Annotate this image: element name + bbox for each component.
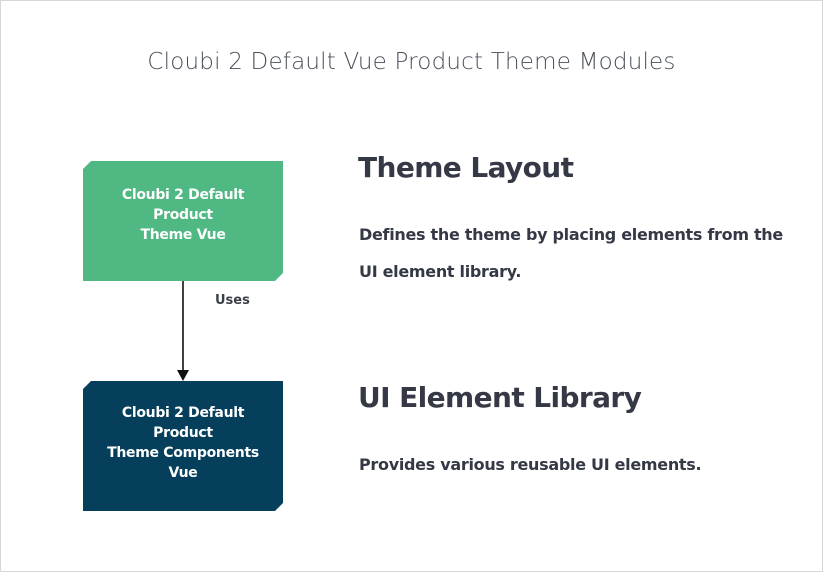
theme-vue-node-label: Cloubi 2 Default Product Theme Vue — [121, 187, 245, 243]
theme-components-vue-node-label: Cloubi 2 Default Product Theme Component… — [107, 405, 259, 481]
theme-vue-node: Cloubi 2 Default Product Theme Vue — [83, 161, 283, 281]
theme-components-vue-node: Cloubi 2 Default Product Theme Component… — [83, 381, 283, 511]
ui-element-library-heading: UI Element Library — [358, 381, 642, 414]
diagram-title: Cloubi 2 Default Vue Product Theme Modul… — [147, 49, 676, 75]
theme-layout-heading: Theme Layout — [358, 151, 574, 184]
uses-arrow — [177, 281, 189, 381]
theme-layout-description: Defines the theme by placing elements fr… — [359, 225, 783, 281]
uses-arrow-head — [177, 370, 189, 381]
uses-edge-label: Uses — [215, 293, 250, 308]
ui-element-library-description: Provides various reusable UI elements. — [359, 455, 702, 474]
